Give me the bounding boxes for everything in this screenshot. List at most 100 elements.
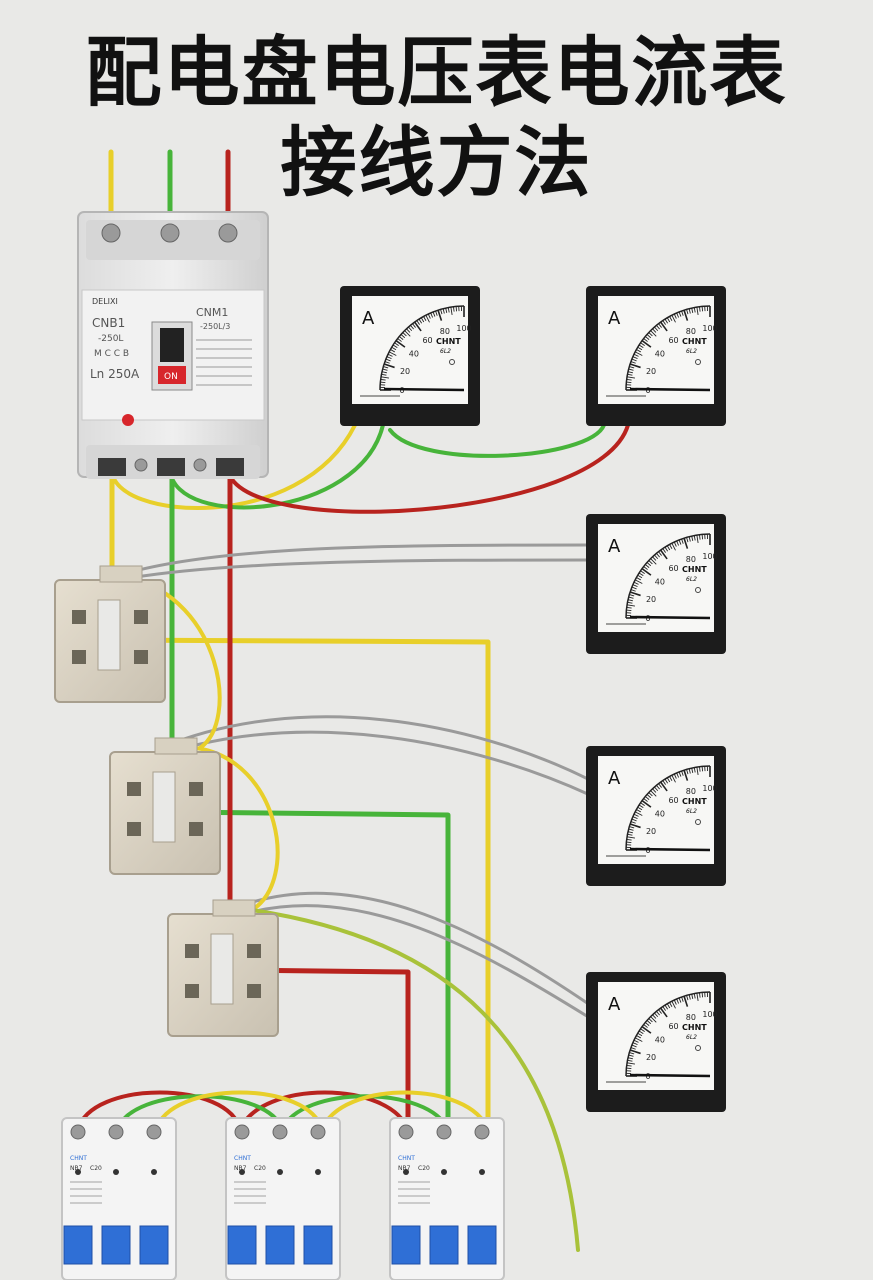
meter-unit: A [608,308,621,329]
meter-scale-label: 0 [645,1072,650,1081]
meter-model: 6L2 [686,808,697,815]
test-button[interactable] [122,414,134,426]
terminal-screw-icon [474,1124,490,1140]
breaker-brand: DELIXI [92,297,118,306]
mcb-rating: C20 [418,1165,430,1172]
meter-scale-label: 40 [655,578,665,587]
breaker-type: M C C B [94,349,129,359]
meter-scale-label: 60 [668,796,678,805]
terminal-screw-icon [272,1124,288,1140]
meter-scale-label: 100 [702,324,717,333]
terminal-screw-icon [218,223,238,243]
wire-grey-ct2-b [168,730,592,797]
meter-unit: A [608,536,621,557]
terminal-screw-icon [234,1124,250,1140]
wire-yellowgreen-tail [250,908,580,1252]
meter-brand: CHNT [682,1023,707,1032]
meter-scale-label: 60 [668,1022,678,1031]
meter-brand: CHNT [682,337,707,346]
meter-scale-label: 80 [686,327,696,336]
wire-yellow-jumper-1 [154,1090,324,1132]
meter-scale-label: 60 [668,564,678,573]
mcb-brand: CHNT [234,1155,251,1162]
wire-grey-ct1-b [128,558,592,580]
wire-grey-ct3-a [228,891,592,1007]
meter-needle [629,847,711,852]
meter-scale-label: 40 [655,1036,665,1045]
meter-scale-label: 0 [645,614,650,623]
wire-grey-ct3-b [238,904,592,1020]
mcb-toggle[interactable] [101,1225,131,1265]
mcb-toggle[interactable] [139,1225,169,1265]
meter-needle [629,615,711,620]
mcb-toggle[interactable] [265,1225,295,1265]
breaker-switch-label: ON [164,372,178,382]
breaker-model-right: CNM1 [196,306,228,319]
terminal-screw-icon [398,1124,414,1140]
mcb-toggle[interactable] [429,1225,459,1265]
mcb-toggle[interactable] [303,1225,333,1265]
terminal-screw-icon [310,1124,326,1140]
meter-model: 6L2 [686,348,697,355]
mcb-model: NB7 [234,1165,247,1172]
mcb-rating: C20 [254,1165,266,1172]
mcb-brand: CHNT [398,1155,415,1162]
terminal-screw-icon [146,1124,162,1140]
wire-grey-ct1-a [118,543,592,577]
wire-red-jumper-1 [76,1090,242,1132]
current-transformer-2 [109,737,221,875]
meter-scale-label: 40 [655,810,665,819]
wire-green-meter1 [168,423,385,510]
wire-yellow-meter1 [110,423,357,511]
terminal-screw-icon [108,1124,124,1140]
terminal-screw-icon [70,1124,86,1140]
wire-yellow-jumper-2 [320,1090,490,1132]
meter-unit: A [362,308,375,329]
meter-scale-label: 80 [686,555,696,564]
meter-scale-label: 60 [422,336,432,345]
breaker-model-left-sub: -250L [98,334,123,344]
wire-green-ct-tap [194,746,280,912]
meter-scale-label: 60 [668,336,678,345]
wire-green-main [169,467,451,1133]
mcb-rating: C20 [90,1165,102,1172]
meter-scale-label: 100 [702,1010,717,1019]
mcb-toggle[interactable] [227,1225,257,1265]
meter-scale-label: 80 [686,787,696,796]
breaker-rating: Ln 250A [90,367,140,381]
breaker-model-right-sub: -250L/3 [200,322,230,331]
meter-brand: CHNT [682,565,707,574]
meter-scale-label: 0 [645,846,650,855]
page-title-line1: 配电盘电压表电流表 [85,28,788,117]
meter-scale-label: 40 [409,350,419,359]
meter-scale-label: 0 [645,386,650,395]
mcb-model: NB7 [70,1165,83,1172]
mcb-toggle[interactable] [467,1225,497,1265]
mcb-toggle[interactable] [63,1225,93,1265]
terminal-screw-icon [436,1124,452,1140]
meter-scale-label: 20 [646,595,656,604]
current-transformer-3 [167,899,279,1037]
wire-red-meter2 [226,423,630,514]
meter-scale-label: 20 [646,367,656,376]
meter-scale-label: 100 [702,552,717,561]
meter-scale-label: 100 [456,324,471,333]
meter-model: 6L2 [686,1034,697,1041]
meter-needle [629,1073,711,1078]
meter-scale-label: 80 [686,1013,696,1022]
meter-scale-label: 100 [702,784,717,793]
meter-brand: CHNT [682,797,707,806]
meter-model: 6L2 [686,576,697,583]
mcb-toggle[interactable] [391,1225,421,1265]
wire-grey-ct2-a [158,715,592,782]
breaker-toggle[interactable] [160,328,184,362]
meter-scale-label: 20 [646,827,656,836]
meter-unit: A [608,768,621,789]
wires [76,149,630,1252]
